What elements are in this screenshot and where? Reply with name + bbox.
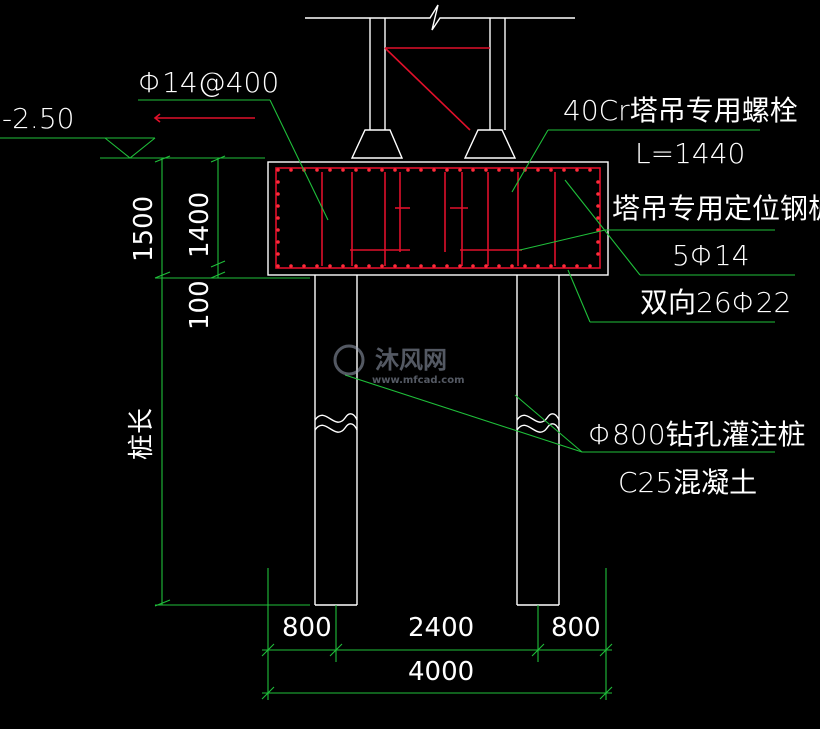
rebar-dot — [484, 168, 488, 172]
rebar-dot — [588, 264, 592, 268]
rebar-dot — [497, 168, 501, 172]
rebar-dot — [276, 168, 280, 172]
rebar-dot — [458, 168, 462, 172]
spacing-dim: 2400 — [408, 613, 474, 643]
rebar-dot — [354, 168, 358, 172]
anchor-blocks — [350, 129, 517, 159]
rebar-dot — [380, 264, 384, 268]
bolt-name-label: 40Cr塔吊专用螺栓 — [563, 94, 798, 127]
watermark-url: www.mfcad.com — [372, 375, 465, 386]
elevation-label: -2.50 — [2, 102, 74, 135]
rebar-dot — [445, 168, 449, 172]
right-pile-dim: 800 — [551, 613, 601, 643]
rebar-dot — [380, 168, 384, 172]
rebar-dot — [562, 168, 566, 172]
rebar-top-label: Φ14@400 — [138, 66, 279, 99]
pile-name-label: Φ800钻孔灌注桩 — [588, 418, 806, 451]
rebar-dot — [341, 264, 345, 268]
rebar-dot — [549, 264, 553, 268]
rebar-dot — [596, 180, 600, 184]
pile-cap — [267, 161, 609, 276]
bolt-length-label: L=1440 — [635, 137, 745, 170]
plate-name-label: 塔吊专用定位钢板 — [612, 192, 820, 225]
rebar-dot — [549, 168, 553, 172]
bolt-callout: 40Cr塔吊专用螺栓 L=1440 — [511, 94, 798, 193]
rebar-dot — [289, 264, 293, 268]
rebar-dot — [523, 264, 527, 268]
rebar-dot — [575, 264, 579, 268]
rebar-dot — [276, 240, 280, 244]
plate-rebar-label: 5Φ14 — [672, 239, 750, 272]
rebar-dot — [406, 168, 410, 172]
rebar-dot — [497, 264, 501, 268]
rebar-dot — [510, 168, 514, 172]
rebar-dot — [276, 264, 280, 268]
rebar-dot — [393, 168, 397, 172]
rebar-cage — [275, 167, 601, 269]
rebar-dot — [445, 264, 449, 268]
rebar-dot — [596, 240, 600, 244]
rebar-dot — [289, 168, 293, 172]
rebar-dot — [276, 228, 280, 232]
rebar-dot — [315, 168, 319, 172]
rebar-dot — [367, 168, 371, 172]
vertical-dimensions: 1500 1400 100 桩长 — [127, 155, 310, 607]
rebar-dot — [276, 192, 280, 196]
pile-callout: Φ800钻孔灌注桩 C25混凝土 — [344, 374, 806, 499]
rebar-dot — [432, 264, 436, 268]
twoway-rebar-label: 双向26Φ22 — [640, 286, 791, 319]
rebar-dot — [471, 264, 475, 268]
rebar-dot — [328, 168, 332, 172]
rebar-dot — [471, 168, 475, 172]
rebar-top-callout: Φ14@400 — [138, 66, 329, 221]
rebar-dot — [367, 264, 371, 268]
rebar-dot — [302, 264, 306, 268]
rebar-dot — [276, 204, 280, 208]
elevation-marker: -2.50 — [0, 102, 265, 159]
rebar-dot — [341, 168, 345, 172]
watermark: 沐风网 www.mfcad.com — [333, 344, 465, 386]
cover-label: 100 — [185, 280, 215, 330]
rebar-dot — [588, 168, 592, 172]
rebar-dot — [596, 216, 600, 220]
rebar-dot — [536, 168, 540, 172]
total-width-dim: 4000 — [408, 657, 474, 687]
concrete-label: C25混凝土 — [618, 466, 757, 499]
rebar-dot — [575, 168, 579, 172]
rebar-dot — [596, 252, 600, 256]
rebar-dot — [276, 216, 280, 220]
rebar-dot — [419, 168, 423, 172]
piles — [314, 275, 560, 606]
cap-height-label: 1500 — [129, 196, 159, 262]
rebar-dot — [276, 252, 280, 256]
rebar-dot — [596, 204, 600, 208]
rebar-dot — [484, 264, 488, 268]
rebar-dot — [536, 264, 540, 268]
rebar-dots — [276, 168, 600, 268]
rebar-dot — [393, 264, 397, 268]
rebar-dot — [596, 192, 600, 196]
rebar-dot — [354, 264, 358, 268]
twoway-callout: 双向26Φ22 — [567, 269, 791, 323]
crane-column — [305, 4, 575, 131]
rebar-dot — [432, 168, 436, 172]
watermark-brand: 沐风网 — [375, 346, 447, 374]
rebar-dot — [276, 180, 280, 184]
rebar-dot — [406, 264, 410, 268]
rebar-dot — [562, 264, 566, 268]
horizontal-dimensions: 800 2400 800 4000 — [261, 568, 613, 700]
rebar-dot — [510, 264, 514, 268]
rebar-dot — [458, 264, 462, 268]
rebar-dot — [328, 264, 332, 268]
rebar-dot — [419, 264, 423, 268]
plate-callout: 塔吊专用定位钢板 5Φ14 — [519, 179, 820, 276]
inner-height-label: 1400 — [185, 192, 215, 258]
rebar-dot — [315, 264, 319, 268]
left-pile-dim: 800 — [282, 613, 332, 643]
pile-length-label: 桩长 — [127, 408, 157, 460]
